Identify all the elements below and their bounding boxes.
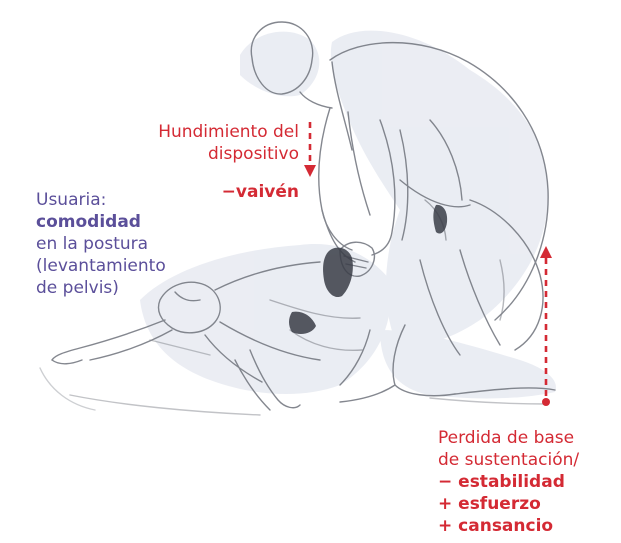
- user-line1: Usuaria:: [36, 190, 107, 210]
- device-sink-line1: Hundimiento del: [158, 122, 299, 142]
- sketch-strokes: [39, 21, 556, 416]
- support-base-effect1: − estabilidad: [438, 472, 565, 492]
- user-line5: de pelvis): [36, 278, 119, 298]
- dark-accents: [289, 204, 448, 334]
- support-base-effect2: + esfuerzo: [438, 494, 541, 514]
- shading: [140, 30, 556, 399]
- support-base-effect3: + cansancio: [438, 516, 554, 536]
- down-arrow-head: [304, 165, 316, 177]
- user-line2-bold: comodidad: [36, 212, 141, 232]
- support-base-line2: de sustentación/: [438, 450, 580, 470]
- support-base-line1: Perdida de base: [438, 428, 575, 448]
- up-arrow-head: [540, 246, 552, 258]
- device-sink-effect: −vaivén: [221, 182, 299, 202]
- arrows: [308, 122, 548, 398]
- device-sink-line2: dispositivo: [208, 144, 299, 164]
- user-line4: (levantamiento: [36, 256, 166, 276]
- up-arrow-origin-dot: [542, 398, 550, 406]
- user-line3: en la postura: [36, 234, 149, 254]
